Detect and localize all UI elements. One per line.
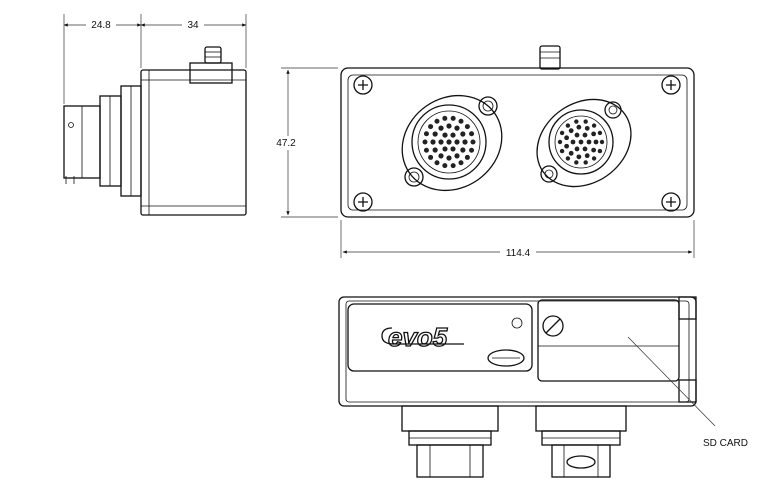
connector-pin: [434, 118, 440, 124]
connector-pin: [469, 147, 475, 153]
connector-pin: [591, 156, 597, 161]
connector-pin: [438, 153, 444, 159]
sd-card-label: SD CARD: [703, 438, 748, 449]
connector-pin: [568, 150, 574, 156]
connector-pin: [559, 130, 565, 136]
connector-pin: [464, 154, 470, 160]
aim-logo: [487, 349, 525, 367]
connector-pin: [584, 153, 590, 159]
dimension-side-width: 34: [140, 14, 247, 68]
evo5-logo: evo5: [381, 321, 464, 353]
connector-pin: [450, 115, 456, 121]
connector-pin: [570, 139, 576, 145]
connector-left: [401, 94, 503, 192]
connector-pin: [557, 139, 563, 145]
connector-pin: [454, 139, 460, 145]
connector-pin: [469, 131, 475, 137]
connector-pin: [582, 132, 588, 138]
connector-pin: [464, 124, 470, 130]
connector-pin: [574, 132, 580, 138]
connector-pin: [593, 139, 599, 145]
connector-pin: [454, 153, 460, 159]
screw-icon: [661, 192, 681, 212]
connector-pin: [568, 128, 574, 134]
connector-pin: [446, 155, 452, 161]
svg-text:evo5: evo5: [388, 322, 448, 352]
connector-pin: [442, 115, 448, 121]
connector-pin: [458, 118, 464, 124]
connector-right: [536, 98, 632, 188]
connector-pin: [438, 125, 444, 131]
connector-pin: [423, 147, 429, 153]
side-view: [63, 46, 247, 216]
screw-icon: [353, 75, 373, 95]
connector-pin: [564, 135, 570, 141]
connector-pin: [428, 124, 434, 130]
screw-icon: [661, 75, 681, 95]
connector-pin: [460, 131, 466, 137]
connector-pin: [446, 139, 452, 145]
connector-pin: [565, 156, 571, 161]
connector-pin: [442, 132, 448, 138]
connector-pin: [423, 131, 429, 137]
dimension-height: 47.2: [270, 67, 338, 218]
connector-pin: [599, 139, 605, 145]
connector-pin: [584, 125, 590, 131]
connector-pin: [597, 148, 603, 154]
connector-pin: [438, 139, 444, 145]
connector-pin: [432, 147, 438, 153]
connector-pin: [574, 146, 580, 152]
connector-pin: [428, 154, 434, 160]
connector-pin: [432, 131, 438, 137]
connector-pin: [434, 160, 440, 166]
connector-pin: [458, 160, 464, 166]
connector-pin: [578, 139, 584, 145]
dim-height-label: 47.2: [276, 138, 296, 149]
connector-pin: [450, 163, 456, 169]
connector-pin: [597, 130, 603, 136]
screw-icon: [353, 192, 373, 212]
screw-icon: [542, 315, 564, 337]
connector-pin: [450, 132, 456, 138]
dim-side-width-label: 34: [187, 20, 199, 31]
connector-pin: [574, 160, 579, 165]
connector-pin: [559, 148, 565, 154]
connector-pin: [460, 147, 466, 153]
connector-pin: [470, 139, 476, 145]
connector-pin: [583, 119, 588, 124]
connector-pin: [462, 139, 468, 145]
connector-pin: [564, 143, 570, 149]
connector-pin: [591, 131, 597, 137]
connector-pin: [450, 146, 456, 152]
connector-pin: [591, 123, 597, 128]
connector-pin: [586, 139, 592, 145]
dim-length-label: 114.4: [506, 248, 531, 259]
connector-pin: [583, 160, 588, 165]
connector-pin: [576, 154, 582, 160]
dimension-length: 114.4: [340, 220, 695, 259]
connector-pin: [454, 125, 460, 131]
top-view: evo5: [338, 296, 697, 478]
connector-pin: [565, 123, 571, 128]
connector-pin: [576, 124, 582, 130]
connector-pin: [582, 146, 588, 152]
sd-card-callout: SD CARD: [627, 336, 748, 449]
connector-pin: [430, 139, 436, 145]
connector-pin: [442, 163, 448, 169]
connector-pin: [446, 123, 452, 129]
connector-pin: [422, 139, 428, 145]
connector-pin: [591, 147, 597, 153]
dim-side-depth-label: 24.8: [91, 20, 111, 31]
connector-pin: [574, 119, 579, 124]
connector-pin: [442, 146, 448, 152]
front-view: [340, 45, 695, 218]
dimension-side-depth: 24.8: [63, 14, 142, 104]
